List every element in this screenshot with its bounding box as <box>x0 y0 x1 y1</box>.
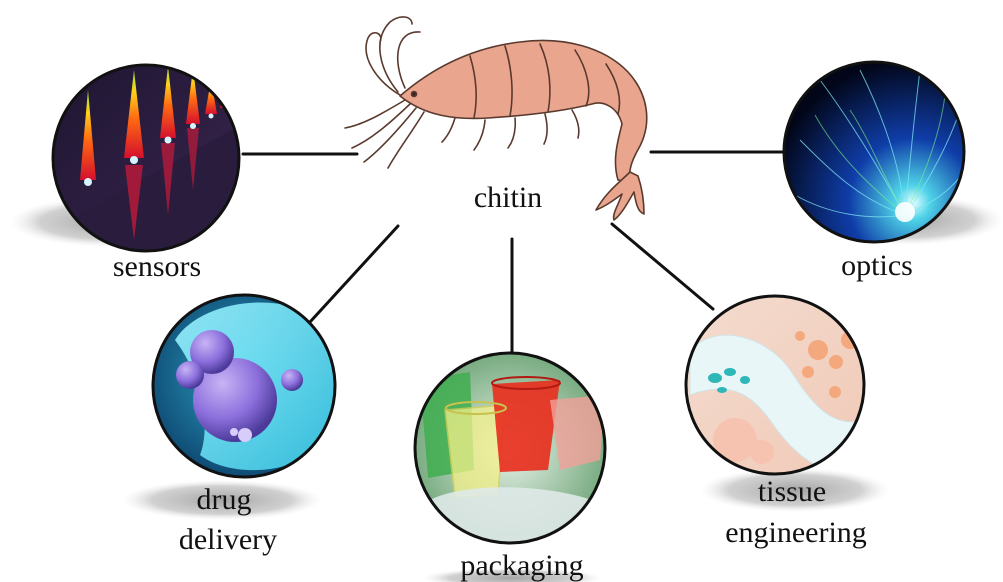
label-sensors: sensors <box>113 250 201 283</box>
label-tissue-engineering-line2: engineering <box>725 516 867 549</box>
center-label: chitin <box>474 181 542 214</box>
label-packaging: packaging <box>460 549 583 582</box>
label-drug-delivery-line1: drug <box>197 483 252 516</box>
node-sensors: sensors <box>50 60 250 283</box>
label-drug-delivery-line2: delivery <box>179 523 277 556</box>
label-tissue-engineering-line1: tissue <box>758 475 826 508</box>
plastic-cups-icon <box>410 350 610 550</box>
label-optics: optics <box>841 249 913 282</box>
connector-tissue-engineering <box>612 224 713 309</box>
node-packaging: packaging <box>410 350 610 582</box>
node-optics: optics <box>780 60 970 282</box>
porous-scaffold-icon <box>680 290 870 480</box>
connector-drug-delivery <box>310 226 398 322</box>
